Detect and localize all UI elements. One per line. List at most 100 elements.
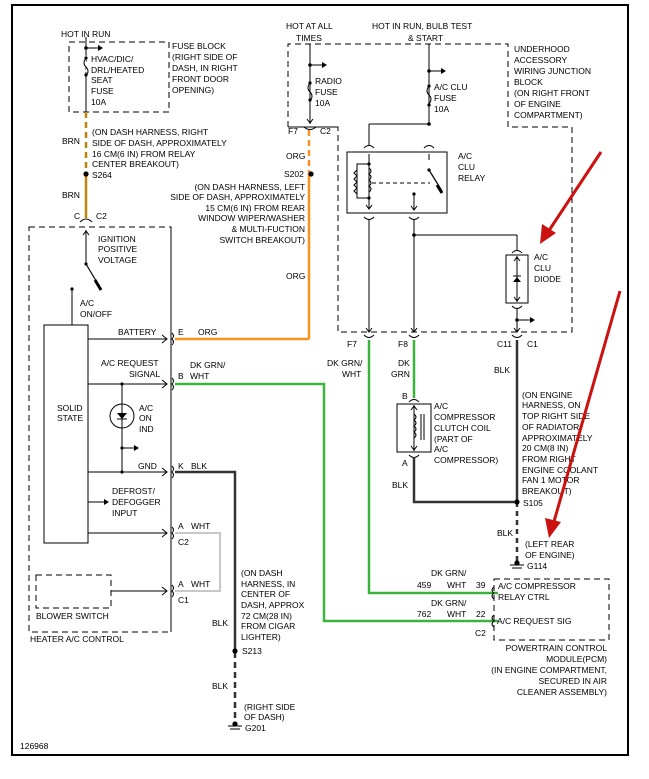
fuse-label-line: SEAT — [91, 75, 113, 85]
ac-clu-fuse-label: FUSE — [434, 93, 457, 103]
pcm-signal-label: A/C REQUEST SIG — [497, 616, 571, 626]
splice-s264: S264 — [92, 170, 112, 180]
power-label-hot-in-run: & START — [408, 33, 443, 43]
pin-a-c2: A — [178, 521, 184, 531]
fuse-block-location: DASH, IN RIGHT — [172, 63, 238, 73]
pin-c2: C2 — [320, 126, 331, 136]
compressor-label: COMPRESSOR) — [434, 455, 498, 465]
defrost-label: INPUT — [112, 508, 138, 518]
relay-label: A/C — [458, 151, 472, 161]
wire-color-blk: BLK — [212, 618, 228, 628]
pin-f7: F7 — [288, 126, 298, 136]
pin-b-wire: WHT — [190, 371, 209, 381]
junction-block-location: WIRING JUNCTION — [514, 66, 591, 76]
signal-ac-request: SIGNAL — [129, 369, 160, 379]
ac-clu-fuse-label: 10A — [434, 104, 449, 114]
pcm-signal-label: RELAY CTRL — [498, 592, 550, 602]
pin-f8: F8 — [398, 339, 408, 349]
circuit-wire: DK GRN/ — [431, 598, 467, 608]
diagram-frame — [11, 4, 629, 756]
power-label-hot-in-run: HOT IN RUN, BULB TEST — [372, 21, 472, 31]
power-label-hot-at-all-times: TIMES — [296, 33, 322, 43]
splice-note: TOP RIGHT SIDE — [522, 411, 590, 421]
switch-label: A/C — [80, 298, 94, 308]
compressor-label: A/C — [434, 444, 448, 454]
wire-color-brn: BRN — [62, 190, 80, 200]
org-harness: ORG S202 (ON DASH HARNESS, LEFT SIDE OF … — [170, 130, 314, 341]
splice-note: 72 CM(28 IN) — [241, 611, 292, 621]
splice-note: WINDOW WIPER/WASHER — [198, 213, 305, 223]
circuit-wire: WHT — [447, 609, 466, 619]
splice-note: FAN 1 MOTOR — [522, 475, 579, 485]
defrost-label: DEFROST/ — [112, 486, 156, 496]
splice-note: FROM CIGAR — [241, 621, 295, 631]
underhood-junction-block: HOT AT ALL TIMES HOT IN RUN, BULB TEST &… — [286, 21, 591, 349]
splice-note: ENGINE COOLANT — [522, 465, 598, 475]
fuse-label-line: HVAC/DIC/ — [91, 54, 134, 64]
arrow-head-icon — [545, 518, 561, 538]
ind-label: ON — [139, 413, 152, 423]
wire-color-blk: BLK — [494, 365, 510, 375]
relay-label: CLU — [458, 162, 475, 172]
diode-label: DIODE — [534, 274, 561, 284]
pcm-title: SECURED IN AIR — [539, 676, 608, 686]
ind-label: A/C — [139, 403, 153, 413]
wire-color-blk: BLK — [212, 681, 228, 691]
heater-control-title: HEATER A/C CONTROL — [30, 634, 124, 644]
pin-39: 39 — [476, 580, 486, 590]
splice-note: (ON DASH — [241, 568, 283, 578]
splice-note: (ON ENGINE — [522, 390, 573, 400]
splice-note: (ON DASH HARNESS, RIGHT — [92, 127, 208, 137]
pin-e-wire: ORG — [198, 327, 217, 337]
pin-a-c2-wire: WHT — [191, 521, 210, 531]
fuse-label-line: DRL/HEATED — [91, 65, 144, 75]
arrow-head-icon — [540, 224, 556, 244]
pin-k-wire: BLK — [191, 461, 207, 471]
splice-s213: S213 — [242, 646, 262, 656]
ground-g201: G201 — [245, 723, 266, 733]
annotation-arrow-diode — [546, 151, 603, 233]
signal-ac-request: A/C REQUEST — [101, 358, 159, 368]
wire-color-brn: BRN — [62, 136, 80, 146]
ground-note: (RIGHT SIDE — [244, 702, 296, 712]
junction-block-location: BLOCK — [514, 77, 543, 87]
solid-state-label: SOLID — [57, 403, 83, 413]
compressor-label: A/C — [434, 401, 448, 411]
pin-b: B — [402, 391, 408, 401]
splice-note: HARNESS, ON — [522, 400, 581, 410]
ground-note: OF ENGINE) — [525, 550, 575, 560]
signal-battery: BATTERY — [118, 327, 157, 337]
splice-note: LIGHTER) — [241, 632, 281, 642]
splice-note: SIDE OF DASH, APPROXIMATELY — [92, 138, 227, 148]
brn-harness: BRN (ON DASH HARNESS, RIGHT SIDE OF DASH… — [62, 112, 227, 223]
compressor-circuit: DK GRN/ WHT DK GRN B A A/C COMPRESSOR CL… — [175, 340, 517, 623]
ground-note: OF DASH) — [244, 712, 285, 722]
pin-a-c1: A — [178, 579, 184, 589]
pin-b-wire-top: DK GRN/ — [190, 360, 226, 370]
wire-color-org: ORG — [286, 271, 305, 281]
blower-switch-label: BLOWER SWITCH — [36, 611, 109, 621]
splice-note: 15 CM(6 IN) FROM REAR — [205, 203, 305, 213]
splice-note: SIDE OF DASH, APPROXIMATELY — [170, 192, 305, 202]
defrost-label: DEFOGGER — [112, 497, 161, 507]
splice-s202: S202 — [284, 169, 304, 179]
compressor-label: COMPRESSOR — [434, 412, 495, 422]
circuit-number: 459 — [417, 580, 431, 590]
ground-g114-circuit: BLK (ON ENGINE HARNESS, ON TOP RIGHT SID… — [494, 340, 598, 571]
conn-c1-label: C1 — [178, 595, 189, 605]
pin-a-c1-wire: WHT — [191, 579, 210, 589]
fuse-block: HOT IN RUN HVAC/DIC/ DRL/HEATED SEAT FUS… — [61, 29, 238, 113]
wire-color-dkgrn-wht: WHT — [342, 369, 361, 379]
splice-note: DASH, APPROX — [241, 600, 305, 610]
fuse-block-power-label: HOT IN RUN — [61, 29, 110, 39]
junction-block-location: COMPARTMENT) — [514, 110, 583, 120]
circuit-wire: DK GRN/ — [431, 568, 467, 578]
power-label-hot-at-all-times: HOT AT ALL — [286, 21, 333, 31]
splice-note: HARNESS, IN — [241, 579, 295, 589]
wire-color-blk: BLK — [392, 480, 408, 490]
relay-label: RELAY — [458, 173, 486, 183]
pcm: DK GRN/ 459 WHT 39 A/C COMPRESSOR RELAY … — [417, 568, 610, 697]
pcm-title: CLEANER ASSEMBLY) — [517, 687, 607, 697]
splice-note: & MULTI-FUCTION — [231, 224, 305, 234]
